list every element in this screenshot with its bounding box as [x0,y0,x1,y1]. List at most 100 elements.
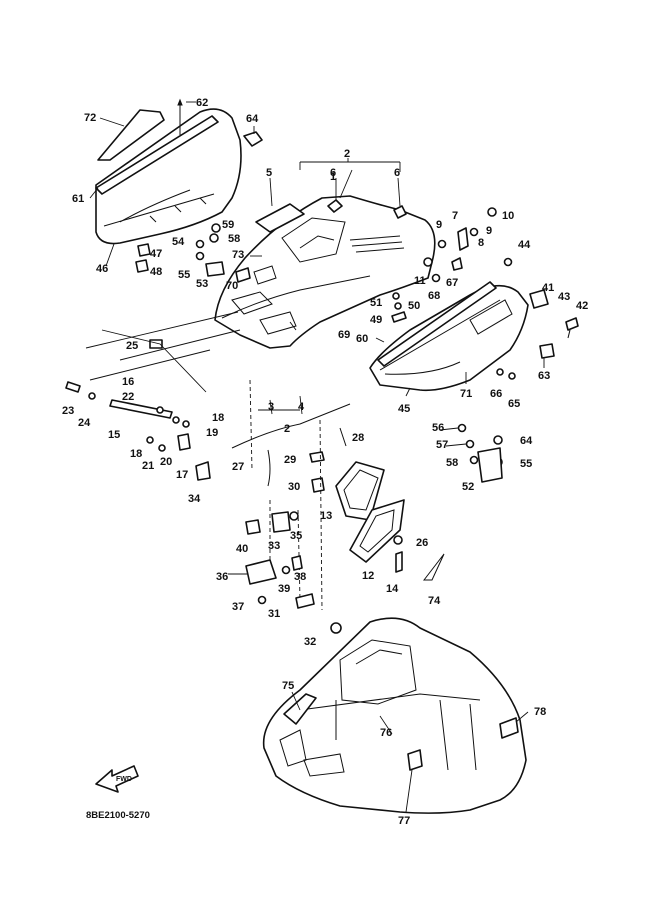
lower-right-hardware [457,423,503,483]
callout-9-left: 9 [436,219,442,231]
callout-71: 71 [460,388,472,400]
callout-12: 12 [362,570,374,582]
callout-23: 23 [62,405,74,417]
callout-45: 45 [398,403,410,415]
callout-36: 36 [216,571,228,583]
callout-32: 32 [304,636,316,648]
assembly-leaders [249,379,323,611]
callout-35: 35 [290,530,302,542]
callout-25: 25 [126,340,138,352]
leader-lines [85,101,545,415]
callout-77: 77 [398,815,410,827]
pin-set [391,292,407,323]
callout-67: 67 [446,277,458,289]
forward-arrow-icon: FWD [95,765,139,793]
windshield-clip [243,131,263,147]
screw-set-right [423,207,513,283]
callout-6-right: 6 [394,167,400,179]
windshield-bolt [177,98,183,135]
hood-decal [255,203,305,233]
callout-8: 8 [478,237,484,249]
callout-18-left: 18 [130,448,142,460]
callout-66: 66 [490,388,502,400]
callout-33: 33 [268,540,280,552]
callout-73: 73 [232,249,244,261]
callout-17: 17 [176,469,188,481]
callout-51: 51 [370,297,382,309]
callout-46: 46 [96,263,108,275]
callout-13: 13 [320,510,332,522]
callout-30: 30 [288,481,300,493]
callout-22: 22 [122,391,134,403]
air-vents [335,461,445,581]
callout-52: 52 [462,481,474,493]
callout-47: 47 [150,248,162,260]
callout-34: 34 [188,493,201,505]
callout-21: 21 [142,460,154,472]
panel-screw [565,317,579,339]
callout-58-top: 58 [228,233,240,245]
belly-pan [262,617,527,814]
callout-5: 5 [266,167,272,179]
callout-44: 44 [518,239,531,251]
extra-leaders [228,427,529,813]
callout-42: 42 [576,300,588,312]
small-grommets [496,368,516,380]
hood-stay [65,329,241,481]
callout-7: 7 [452,210,458,222]
callout-39: 39 [278,583,290,595]
side-panel [369,281,529,392]
callout-59: 59 [222,219,234,231]
callout-28: 28 [352,432,364,444]
callout-1: 1 [330,171,336,183]
callout-58-lower: 58 [446,457,458,469]
callout-2-lower: 2 [284,423,290,435]
upper-hood [214,195,436,349]
callout-4: 4 [298,401,305,413]
callout-62: 62 [196,97,208,109]
callout-38: 38 [294,571,306,583]
part-code: 8BE2100-5270 [86,810,150,821]
callout-55-lower: 55 [520,458,532,470]
callout-64-top: 64 [246,113,259,125]
callout-18-right: 18 [212,412,224,424]
windshield-trim [97,109,165,161]
windshield-mount-parts [135,223,251,283]
callout-72: 72 [84,112,96,124]
callout-27: 27 [232,461,244,473]
panel-latch [539,343,555,359]
belly-emblem [499,717,519,739]
callout-20: 20 [160,456,172,468]
callout-54: 54 [172,236,185,248]
callout-3: 3 [268,401,274,413]
callout-26: 26 [416,537,428,549]
callout-56: 56 [432,422,444,434]
panel-bracket [529,289,549,309]
callout-48: 48 [150,266,162,278]
callout-43: 43 [558,291,570,303]
callout-2-top: 2 [344,148,350,160]
callout-65: 65 [508,398,520,410]
callout-63: 63 [538,370,550,382]
belly-plug [407,749,423,771]
callout-37: 37 [232,601,244,613]
callout-60: 60 [356,333,368,345]
callout-68: 68 [428,290,440,302]
callout-labels: 2 5 1 6 6 72 62 64 61 46 47 48 54 55 59 … [62,97,588,827]
windshield [95,108,242,245]
callout-11: 11 [414,275,426,287]
callout-50: 50 [408,300,420,312]
hood-clip-left [327,199,343,213]
callout-57: 57 [436,439,448,451]
callout-29: 29 [284,454,296,466]
lower-brackets [245,511,342,634]
callout-24: 24 [78,417,91,429]
callout-41: 41 [542,282,554,294]
callout-74: 74 [428,595,441,607]
callout-69: 69 [338,329,350,341]
callout-14: 14 [386,583,399,595]
callout-76: 76 [380,727,392,739]
callout-9-right: 9 [486,225,492,237]
callout-53: 53 [196,278,208,290]
